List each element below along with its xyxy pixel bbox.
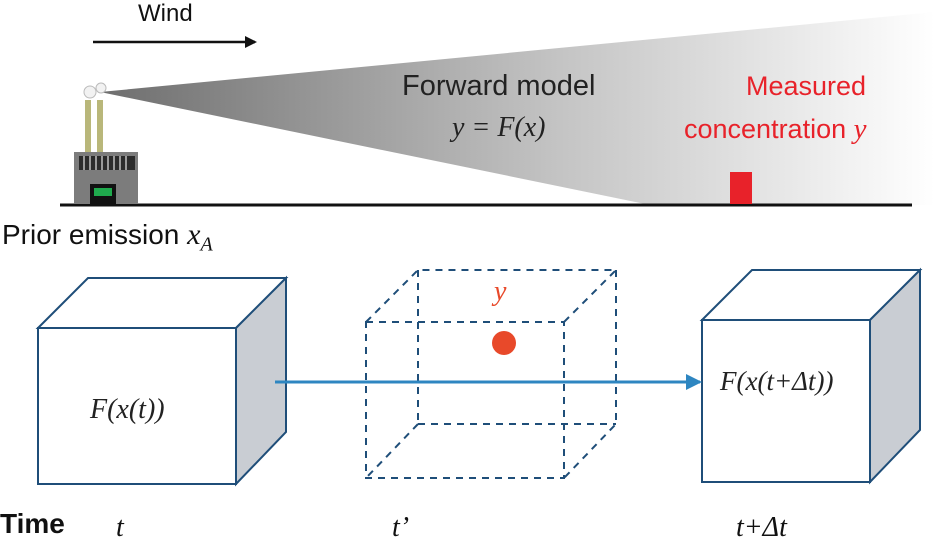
measured-line2: concentration bbox=[684, 114, 847, 144]
forward-model-label: Forward model bbox=[402, 70, 595, 103]
cube-middle-label: y bbox=[494, 276, 506, 308]
time-t3-text: t+Δt bbox=[736, 512, 787, 543]
forward-model-text: Forward model bbox=[402, 70, 596, 102]
sensor-marker bbox=[730, 172, 752, 204]
cube-right-label-text: F(x(t+Δt)) bbox=[720, 366, 834, 396]
plume bbox=[100, 12, 935, 205]
measured-label: Measured bbox=[746, 71, 866, 102]
measured-concentration-label: concentration y bbox=[684, 113, 867, 146]
time-axis-label: Time bbox=[0, 508, 65, 540]
forward-model-equation: y = F(x) bbox=[452, 112, 546, 144]
time-t3: t+Δt bbox=[736, 512, 787, 544]
time-t1-text: t bbox=[116, 512, 124, 543]
cube-middle-label-text: y bbox=[494, 276, 507, 307]
cube-left-label-text: F(x(t)) bbox=[90, 394, 165, 425]
cube-left bbox=[35, 275, 289, 487]
forward-model-equation-text: y = F(x) bbox=[452, 112, 546, 143]
wind-label-text: Wind bbox=[138, 0, 193, 27]
cube-right bbox=[699, 267, 923, 485]
time-t2: t’ bbox=[392, 512, 409, 544]
observation-dot bbox=[492, 331, 516, 355]
wind-label: Wind bbox=[138, 0, 193, 28]
cube-right-label: F(x(t+Δt)) bbox=[720, 366, 834, 397]
time-t2-text: t’ bbox=[392, 512, 410, 543]
prior-emission-label: Prior emission xA bbox=[2, 218, 213, 257]
prior-emission-sub: A bbox=[200, 233, 213, 256]
cube-middle-dashed bbox=[365, 269, 619, 479]
measured-var: y bbox=[853, 113, 867, 145]
prior-emission-var: x bbox=[187, 218, 201, 251]
factory-icon bbox=[74, 82, 138, 204]
time-t1: t bbox=[116, 512, 124, 544]
time-axis-label-text: Time bbox=[0, 508, 65, 539]
cube-left-label: F(x(t)) bbox=[90, 394, 165, 426]
prior-emission-text: Prior emission bbox=[2, 219, 180, 250]
measured-line1: Measured bbox=[746, 71, 867, 101]
